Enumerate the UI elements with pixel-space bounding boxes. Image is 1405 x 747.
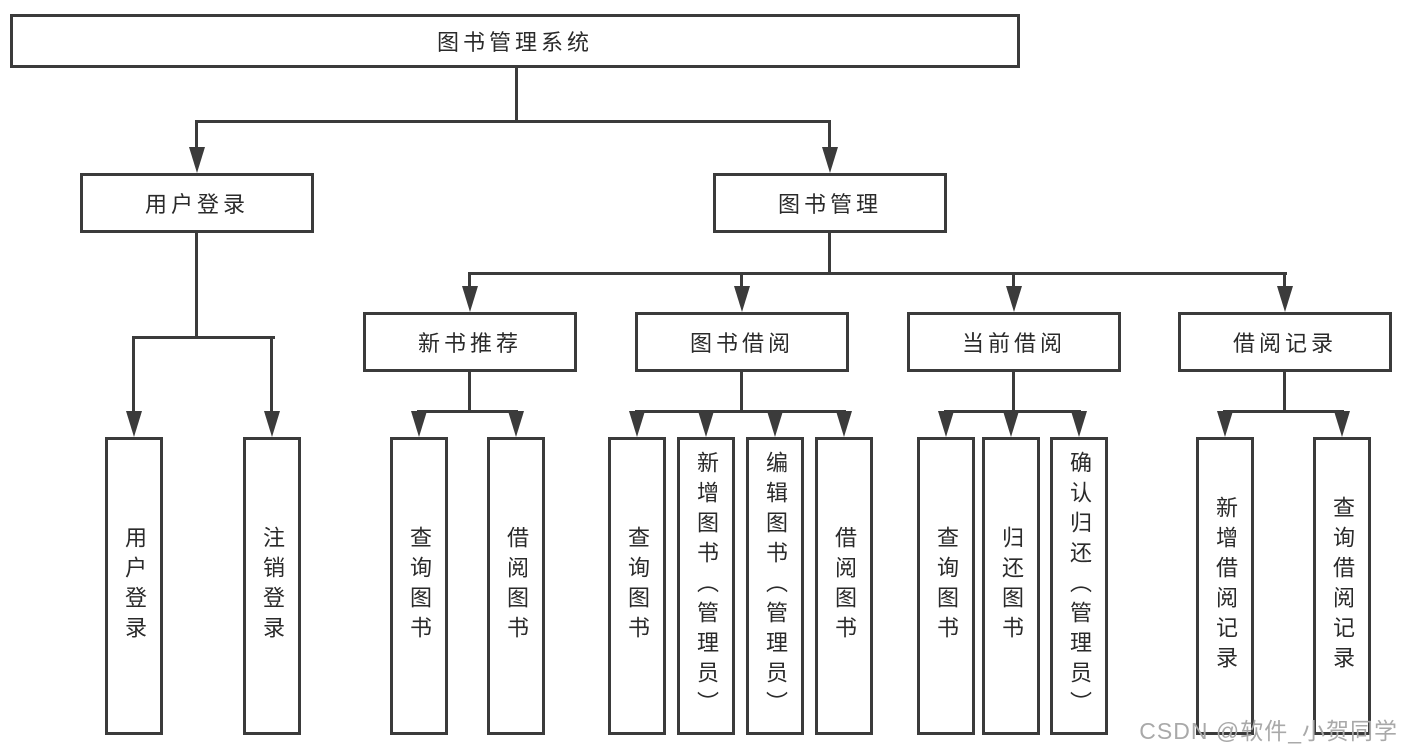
arrowhead-down — [1334, 411, 1350, 437]
node-borrow-records: 借阅记录 — [1178, 312, 1392, 372]
arrowhead-down — [629, 411, 645, 437]
arrowhead-down — [508, 411, 524, 437]
connector-line — [1283, 372, 1286, 410]
connector-line — [417, 410, 518, 413]
leaf-user-login: 用户登录 — [105, 437, 163, 735]
leaf-label: 新增借阅记录 — [1213, 496, 1238, 676]
leaf-label: 借阅图书 — [832, 526, 857, 646]
connector-line — [828, 120, 831, 150]
leaf-borrow-books-borrow: 借阅图书 — [815, 437, 873, 735]
leaf-edit-book-admin: 编辑图书（管理员） — [746, 437, 804, 735]
arrowhead-down — [1071, 411, 1087, 437]
node-root: 图书管理系统 — [10, 14, 1020, 68]
node-root-label: 图书管理系统 — [436, 30, 593, 55]
arrowhead-down — [411, 411, 427, 437]
leaf-query-books-recommend: 查询图书 — [390, 437, 448, 735]
connector-line — [740, 272, 743, 288]
arrowhead-down — [264, 411, 280, 437]
node-new-book-recommend-label: 新书推荐 — [417, 331, 522, 356]
leaf-logout: 注销登录 — [243, 437, 301, 735]
watermark: CSDN @软件_小贺同学 — [1139, 718, 1398, 744]
leaf-label: 注销登录 — [260, 526, 285, 646]
connector-line — [270, 336, 273, 413]
leaf-label: 新增图书（管理员） — [694, 451, 719, 721]
leaf-query-books-borrow: 查询图书 — [608, 437, 666, 735]
arrowhead-down — [1277, 286, 1293, 312]
node-book-borrow: 图书借阅 — [635, 312, 849, 372]
arrowhead-down — [822, 147, 838, 173]
leaf-query-borrow-record: 查询借阅记录 — [1313, 437, 1371, 735]
connector-line — [195, 120, 198, 150]
arrowhead-down — [189, 147, 205, 173]
connector-line — [635, 410, 846, 413]
connector-line — [1223, 410, 1344, 413]
connector-line — [468, 372, 471, 410]
leaf-borrow-books-recommend: 借阅图书 — [487, 437, 545, 735]
leaf-return-books: 归还图书 — [982, 437, 1040, 735]
leaf-label: 查询借阅记录 — [1330, 496, 1355, 676]
node-current-borrow: 当前借阅 — [907, 312, 1121, 372]
arrowhead-down — [698, 411, 714, 437]
leaf-label: 查询图书 — [625, 526, 650, 646]
node-new-book-recommend: 新书推荐 — [363, 312, 577, 372]
node-book-management-label: 图书管理 — [777, 192, 882, 217]
connector-line — [468, 272, 471, 288]
arrowhead-down — [836, 411, 852, 437]
leaf-label: 查询图书 — [407, 526, 432, 646]
connector-line — [828, 233, 831, 272]
connector-line — [740, 372, 743, 410]
node-book-borrow-label: 图书借阅 — [689, 331, 794, 356]
node-borrow-records-label: 借阅记录 — [1232, 331, 1337, 356]
arrowhead-down — [734, 286, 750, 312]
leaf-label: 确认归还（管理员） — [1067, 451, 1092, 721]
connector-line — [1283, 272, 1286, 288]
leaf-label: 借阅图书 — [504, 526, 529, 646]
connector-line — [1012, 372, 1015, 410]
connector-line — [468, 272, 1287, 275]
leaf-label: 编辑图书（管理员） — [763, 451, 788, 721]
node-user-login: 用户登录 — [80, 173, 314, 233]
leaf-confirm-return-admin: 确认归还（管理员） — [1050, 437, 1108, 735]
arrowhead-down — [938, 411, 954, 437]
arrowhead-down — [1006, 286, 1022, 312]
leaf-label: 归还图书 — [999, 526, 1024, 646]
leaf-add-borrow-record: 新增借阅记录 — [1196, 437, 1254, 735]
connector-line — [195, 120, 831, 123]
leaf-label: 查询图书 — [934, 526, 959, 646]
connector-line — [195, 233, 198, 336]
arrowhead-down — [767, 411, 783, 437]
connector-line — [515, 68, 518, 120]
node-book-management: 图书管理 — [713, 173, 947, 233]
leaf-label: 用户登录 — [122, 526, 147, 646]
connector-line — [132, 336, 275, 339]
arrowhead-down — [1217, 411, 1233, 437]
node-user-login-label: 用户登录 — [144, 192, 249, 217]
arrowhead-down — [1003, 411, 1019, 437]
node-current-borrow-label: 当前借阅 — [961, 331, 1066, 356]
connector-line — [1012, 272, 1015, 288]
connector-line — [132, 336, 135, 413]
arrowhead-down — [462, 286, 478, 312]
leaf-add-book-admin: 新增图书（管理员） — [677, 437, 735, 735]
arrowhead-down — [126, 411, 142, 437]
leaf-query-books-current: 查询图书 — [917, 437, 975, 735]
